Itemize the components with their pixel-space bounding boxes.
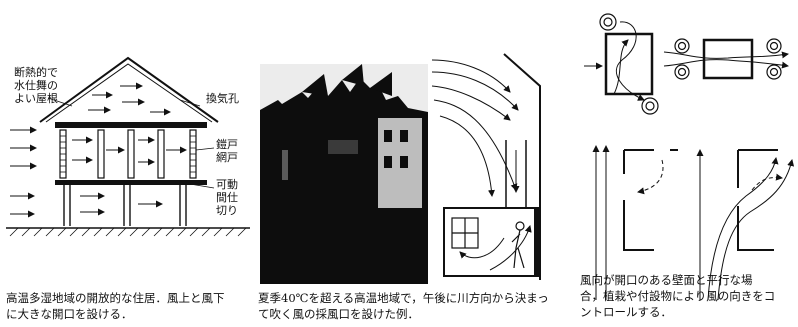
open-house-caption: 高温多湿地域の開放的な住居．風上と風下 に大きな開口を設ける． [6,291,225,321]
wind-catcher-caption: 夏季40℃を超える高温地域で，午後に川方向から決まっ て吹く風の採風口を設けた例… [258,291,549,321]
wind-catcher-photo [260,64,428,284]
wind-catcher-section-panel [430,0,578,327]
roof-label: 断熱的で 水仕舞の よい屋根 [14,66,58,105]
shutter-label: 鎧戸 網戸 [216,138,238,164]
wind-control-caption: 風向が開口のある壁面と平行な場 合，植栽や付設物により風の向きをコ ントロールす… [580,273,776,319]
tree-icon [599,13,659,115]
louvered-wall [59,129,197,179]
wind-control-panel: 風向が開口のある壁面と平行な場 合，植栽や付設物により風の向きをコ ントロールす… [578,0,798,327]
wind-catcher-section-diagram [431,53,541,280]
partition-label: 可動 間仕 切り [216,178,238,217]
roof-outline [39,56,219,123]
open-house-section-diagram [6,56,250,237]
open-house-panel: 断熱的で 水仕舞の よい屋根 換気孔 鎧戸 網戸 可動 間仕 切り 高温多湿地域… [0,0,258,327]
vent-label: 換気孔 [206,92,239,105]
wind-catcher-photo-panel: 夏季40℃を超える高温地域で，午後に川方向から決まっ て吹く風の採風口を設けた例… [258,0,549,327]
person-figure [511,221,525,269]
tree-icon [674,38,782,80]
wind-control-diagrams [584,13,795,301]
